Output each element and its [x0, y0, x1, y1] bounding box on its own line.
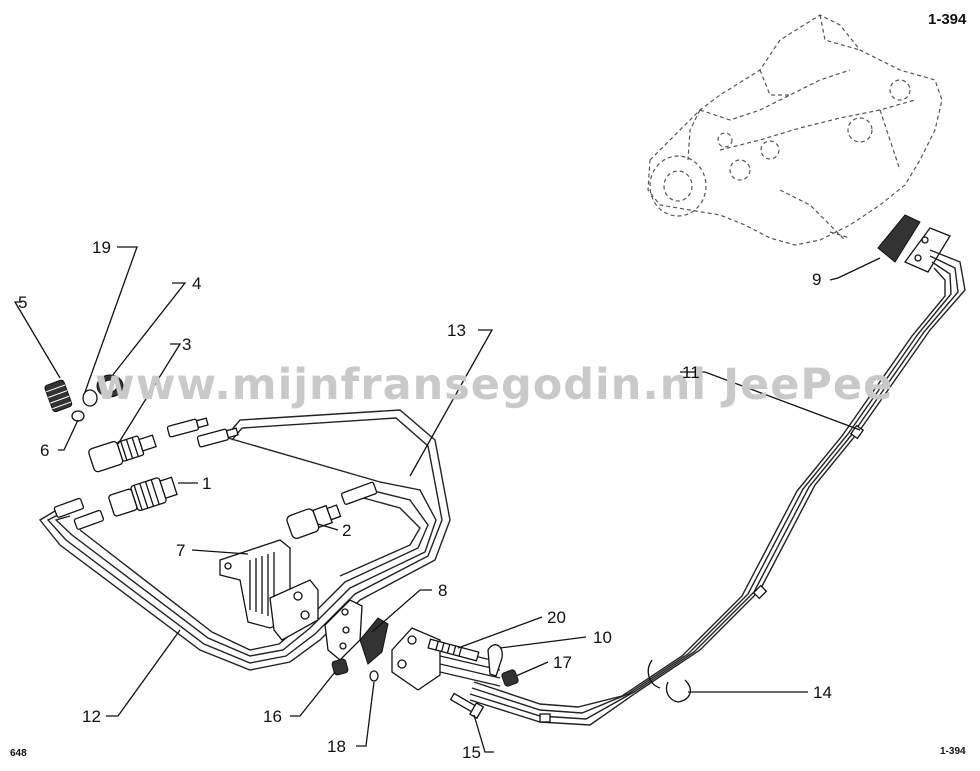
union-3	[88, 434, 157, 473]
leader-lines	[13, 246, 881, 753]
seal-ring-19	[82, 389, 98, 407]
callout-8: 8	[438, 581, 447, 600]
sheet-code: 648	[10, 748, 27, 759]
union-1	[108, 476, 178, 517]
watermark: www.mijnfransegodin.nl JeePee	[95, 360, 893, 410]
pipe-end-fittings	[53, 417, 378, 530]
callout-20: 20	[547, 608, 566, 627]
clip-14	[647, 659, 691, 703]
callout-numbers: 1 2 3 4 5 6 7 8 9 10 11 12 13 14 15 16 1…	[18, 238, 832, 762]
sheet-ref-bottom: 1-394	[940, 746, 966, 757]
callout-12: 12	[82, 707, 101, 726]
gasket-9	[877, 214, 951, 273]
union-2	[286, 504, 342, 539]
callout-2: 2	[342, 521, 351, 540]
callout-3: 3	[182, 335, 191, 354]
callout-10: 10	[593, 628, 612, 647]
callout-14: 14	[813, 683, 832, 702]
callout-7: 7	[176, 541, 185, 560]
flange-assembly	[391, 627, 519, 720]
sheet-ref-top: 1-394	[928, 11, 967, 28]
ball-6	[71, 410, 85, 422]
callout-9: 9	[812, 270, 821, 289]
callout-19: 19	[92, 238, 111, 257]
callout-4: 4	[192, 274, 201, 293]
callout-17: 17	[553, 653, 572, 672]
spring-4	[96, 374, 124, 398]
pipe-bundle-12-13	[38, 409, 451, 671]
callout-13: 13	[447, 321, 466, 340]
injection-pump-outline	[647, 14, 943, 246]
washer-18	[369, 670, 379, 682]
callout-1: 1	[202, 474, 211, 493]
callout-5: 5	[18, 293, 27, 312]
callout-11: 11	[682, 363, 700, 382]
callout-15: 15	[462, 743, 481, 762]
callout-18: 18	[327, 737, 346, 756]
callout-16: 16	[263, 707, 282, 726]
nut-16	[331, 658, 349, 676]
flange-8	[324, 599, 389, 665]
spring-5	[44, 379, 73, 413]
bracket-7	[219, 539, 319, 641]
callout-6: 6	[40, 441, 49, 460]
pipe-bundle-11	[469, 249, 966, 726]
